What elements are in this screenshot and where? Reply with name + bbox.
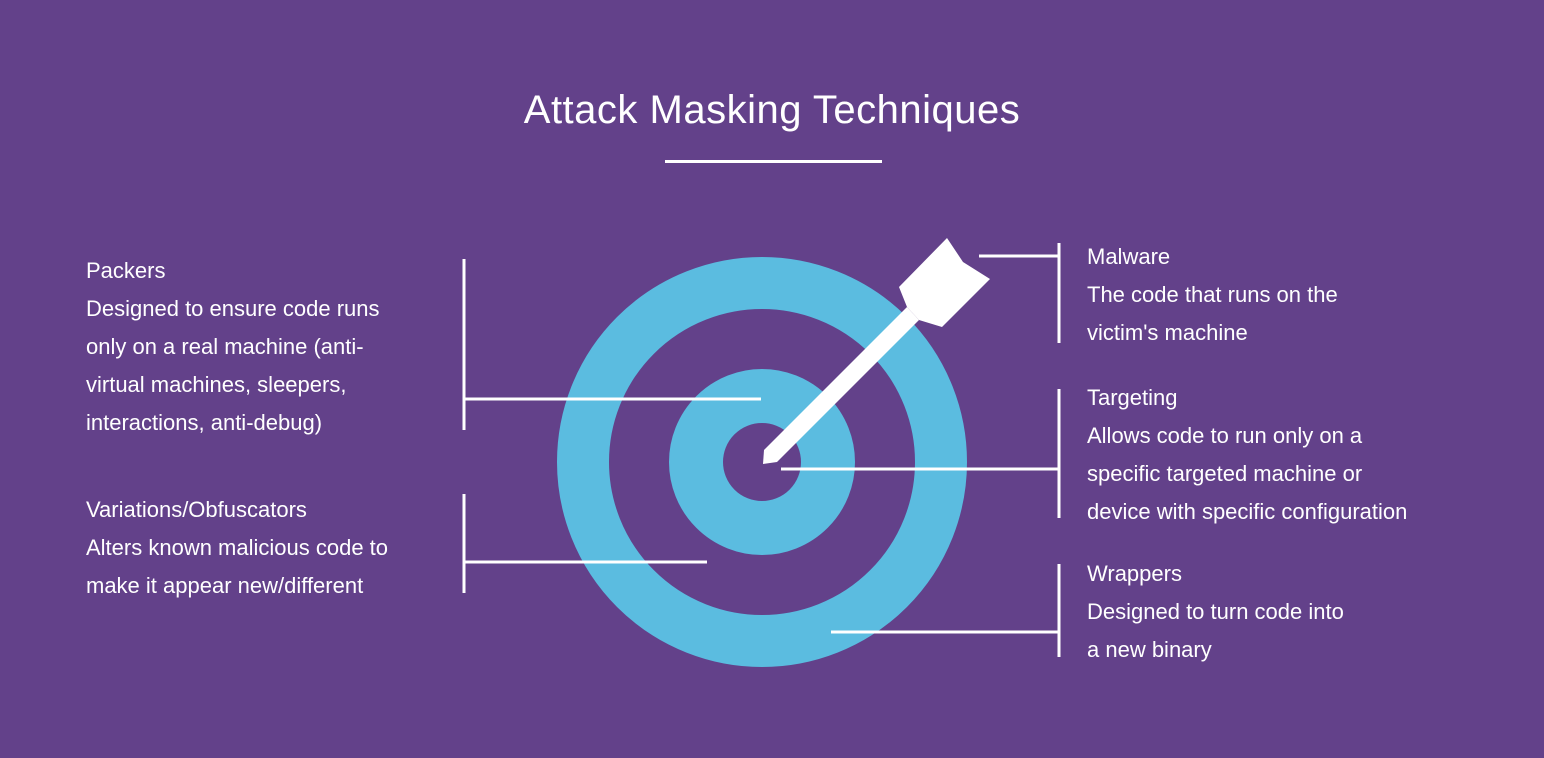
variations-heading: Variations/Obfuscators [86,497,307,522]
variations-block: Variations/Obfuscators Alters known mali… [86,491,388,605]
packers-desc-line: interactions, anti-debug) [86,410,323,435]
wrappers-desc-line: Designed to turn code into [1087,599,1344,624]
packers-block: Packers Designed to ensure code runs onl… [86,252,380,442]
packers-desc-line: Designed to ensure code runs [86,296,380,321]
target-outer-ring [557,257,967,667]
malware-block: Malware The code that runs on the victim… [1087,238,1338,352]
malware-desc-line: victim's machine [1087,320,1248,345]
wrappers-desc-line: a new binary [1087,637,1212,662]
targeting-desc-line: specific targeted machine or [1087,461,1363,486]
wrappers-heading: Wrappers [1087,561,1182,586]
targeting-desc-line: Allows code to run only on a [1087,423,1363,448]
variations-desc-line: make it appear new/different [86,573,364,598]
targeting-desc-line: device with specific configuration [1087,499,1408,524]
malware-heading: Malware [1087,244,1171,269]
arrow-icon [763,238,990,464]
packers-desc-line: only on a real machine (anti- [86,334,364,359]
target-middle-ring [669,369,855,555]
title-underline [665,160,882,163]
connector-lines [462,243,1061,657]
malware-desc-line: The code that runs on the [1087,282,1338,307]
packers-desc-line: virtual machines, sleepers, [86,372,347,397]
variations-desc-line: Alters known malicious code to [86,535,389,560]
packers-heading: Packers [86,258,166,283]
page-title: Attack Masking Techniques [523,88,1021,132]
targeting-heading: Targeting [1087,385,1178,410]
targeting-block: Targeting Allows code to run only on a s… [1087,379,1407,531]
wrappers-block: Wrappers Designed to turn code into a ne… [1087,555,1344,669]
